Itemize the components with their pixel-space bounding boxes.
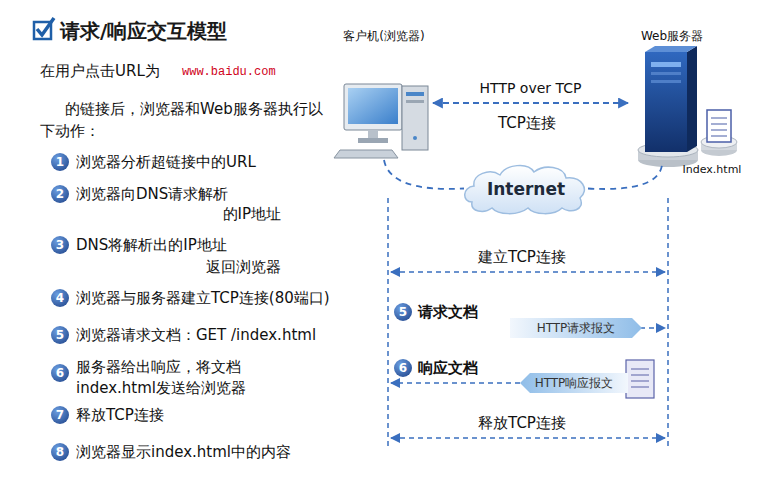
- message-arrow: [391, 382, 520, 384]
- connector-label: HTTP over TCP: [451, 79, 611, 97]
- cloud-outline: [465, 166, 585, 214]
- callout-number: 6: [51, 364, 69, 382]
- step-text: DNS将解析出的IP地址 返回浏览器: [76, 234, 281, 278]
- intro-text: 的链接后，浏览器和Web服务器执行以下动作：: [40, 98, 332, 142]
- message-label: 响应文档: [418, 358, 478, 378]
- server-tower: [645, 52, 687, 152]
- step-text: 浏览器与服务器建立TCP连接(80端口): [76, 288, 330, 308]
- internet-cloud: Internet: [462, 162, 590, 215]
- dashed-connector: [433, 102, 628, 104]
- timeline: [387, 198, 389, 448]
- message-label: 建立TCP连接: [432, 247, 612, 267]
- step-text: 浏览器分析超链接中的URL: [76, 152, 256, 172]
- server-slot: [651, 62, 681, 67]
- callout-number: 5: [394, 303, 412, 321]
- message-arrow: [391, 437, 665, 439]
- server-slot: [651, 80, 681, 83]
- url-text: www.baidu.com: [182, 64, 276, 80]
- callout-number: 4: [51, 289, 69, 307]
- monitor-neck: [368, 130, 378, 138]
- drive-bay: [406, 100, 424, 103]
- check-mark: [37, 18, 54, 35]
- client-computer: 客户机(浏览器): [335, 28, 433, 160]
- document-lines: [631, 369, 649, 387]
- step-text: 浏览器请求文档：GET /index.html: [76, 325, 316, 345]
- connection-label: TCP连接: [498, 113, 556, 133]
- callout-number: 8: [51, 443, 69, 461]
- message-band: HTTP请求报文: [510, 318, 642, 338]
- callout-number: 1: [51, 153, 69, 171]
- message-label: 请求文档: [418, 302, 478, 322]
- keyboard: [334, 150, 398, 158]
- message-arrow: [640, 327, 665, 329]
- node-text: HTTP请求报文: [537, 320, 616, 337]
- drive-bay: [406, 92, 424, 96]
- dashed-connector: [384, 160, 464, 189]
- monitor-screen: [348, 88, 398, 124]
- dashed-connector: [588, 165, 662, 189]
- message-arrow: [391, 271, 665, 273]
- callout-number: 7: [51, 406, 69, 424]
- diagram-title: 请求/响应交互模型: [60, 18, 227, 45]
- step-text: 服务器给出响应，将文档 index.html发送给浏览器: [76, 357, 296, 399]
- node-text: HTTP响应报文: [535, 375, 614, 392]
- monitor: [344, 84, 402, 130]
- timeline: [667, 198, 669, 448]
- callout-number: 6: [394, 359, 412, 377]
- message-band: HTTP响应报文: [520, 373, 628, 393]
- node-text: 客户机(浏览器): [335, 28, 433, 44]
- callout-number: 3: [51, 236, 69, 254]
- document-icon: [626, 360, 654, 398]
- document-lines: [711, 118, 727, 136]
- monitor-base: [358, 138, 388, 143]
- step-text: 释放TCP连接: [76, 405, 164, 425]
- server-top: [645, 46, 697, 52]
- node-text: Web服务器: [628, 28, 716, 44]
- band-fill: [510, 318, 642, 338]
- pc-tower: [402, 86, 428, 150]
- step-text: 浏览器向DNS请求解析 的IP地址: [76, 184, 281, 224]
- callout-number: 5: [51, 326, 69, 344]
- step-text: 浏览器显示index.html中的内容: [76, 442, 291, 462]
- intro-text: 在用户点击URL为: [40, 60, 160, 82]
- power-led: [413, 136, 417, 140]
- server-side: [687, 46, 697, 152]
- web-server: Web服务器: [628, 28, 716, 165]
- document-icon: [707, 110, 731, 142]
- callout-number: 2: [51, 185, 69, 203]
- band-fill: [520, 373, 628, 393]
- file-name: Index.html: [682, 163, 742, 177]
- node-text: Internet: [487, 179, 565, 199]
- message-label: 释放TCP连接: [432, 413, 612, 433]
- server-slot: [651, 72, 681, 75]
